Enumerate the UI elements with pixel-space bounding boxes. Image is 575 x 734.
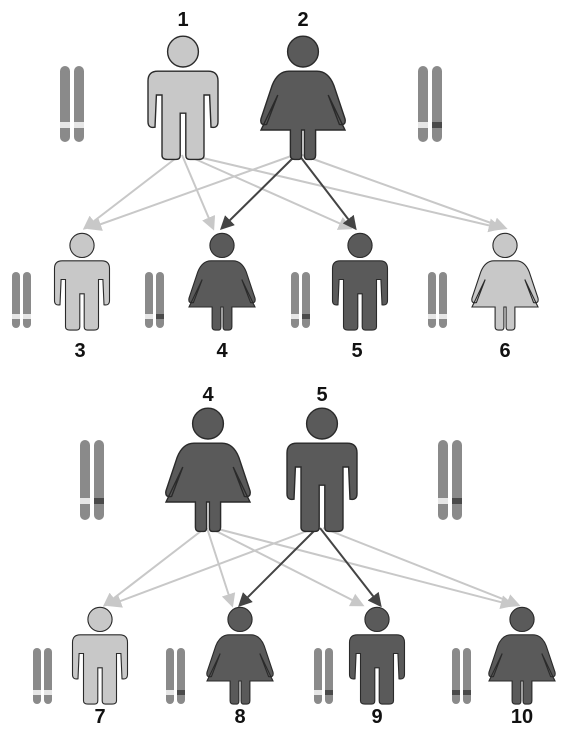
person-label-3: 3 <box>74 340 85 362</box>
person-label-2: 2 <box>297 9 308 31</box>
generation-1: 1 2 <box>12 9 539 362</box>
person-label-5-parent: 5 <box>316 384 327 406</box>
person-5-parent-male-affected <box>286 407 358 533</box>
chromosome-pair-4-parent <box>80 440 104 520</box>
inheritance-arrows-mother-2 <box>87 154 508 231</box>
person-label-6: 6 <box>499 340 510 362</box>
person-7-male-unaffected <box>71 606 129 705</box>
person-label-4: 4 <box>216 340 228 362</box>
chromosome-pair-9 <box>314 648 333 704</box>
chromosome-pair-4 <box>145 272 164 328</box>
person-3-male-unaffected <box>53 232 111 331</box>
person-label-10: 10 <box>511 706 533 728</box>
chromosome-pair-1 <box>60 66 84 142</box>
person-label-4-parent: 4 <box>202 384 214 406</box>
person-4-parent-female-affected <box>164 407 252 533</box>
chromosome-pair-2 <box>418 66 442 142</box>
person-6-female-unaffected <box>471 232 539 331</box>
chromosome-pair-6 <box>428 272 447 328</box>
person-label-5: 5 <box>351 340 362 362</box>
chromosome-pair-5 <box>291 272 310 328</box>
person-label-9: 9 <box>371 706 382 728</box>
person-label-8: 8 <box>234 706 245 728</box>
person-9-male-affected <box>348 606 406 705</box>
chromosome-pair-5-parent <box>438 440 462 520</box>
inheritance-arrows-father-1 <box>82 154 503 233</box>
person-2-female-affected <box>259 35 347 161</box>
person-4-female-affected <box>188 232 256 331</box>
person-1-male-unaffected <box>147 35 219 161</box>
chromosome-pair-7 <box>33 648 52 704</box>
generation-2: 4 5 <box>33 384 556 728</box>
inheritance-arrows-father-5 <box>107 527 521 608</box>
person-label-7: 7 <box>94 706 105 728</box>
chromosome-pair-3 <box>12 272 31 328</box>
chromosome-pair-10 <box>452 648 471 704</box>
person-8-female-affected <box>206 606 274 705</box>
person-10-female-affected <box>488 606 556 705</box>
inheritance-arrows-mother-4 <box>102 527 515 609</box>
person-5-male-affected <box>331 232 389 331</box>
chromosome-pair-8 <box>166 648 185 704</box>
person-label-1: 1 <box>177 9 188 31</box>
